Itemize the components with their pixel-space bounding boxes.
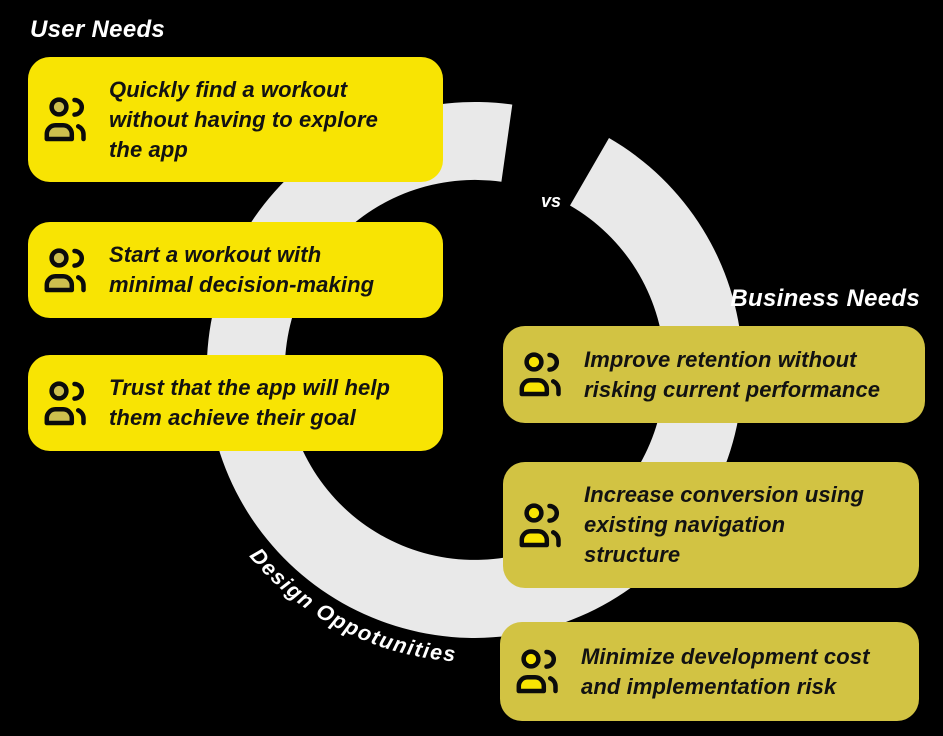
- business-needs-heading: Business Needs: [730, 285, 920, 312]
- people-icon: [516, 648, 566, 695]
- user-need-card-3: Trust that the app will help them achiev…: [28, 355, 443, 451]
- people-icon: [519, 502, 569, 549]
- business-need-card-3: Minimize development cost and implementa…: [500, 622, 919, 721]
- people-icon: [44, 247, 94, 294]
- user-need-text: Start a workout with minimal decision-ma…: [109, 242, 375, 297]
- user-need-text: Trust that the app will help them achiev…: [109, 375, 391, 430]
- business-need-text: Improve retention without risking curren…: [584, 346, 881, 402]
- business-need-text: Increase conversion using existing navig…: [584, 482, 865, 567]
- user-need-card-1: Quickly find a workout without having to…: [28, 57, 443, 182]
- user-needs-heading: User Needs: [30, 16, 166, 43]
- user-need-card-2: Start a workout with minimal decision-ma…: [28, 222, 443, 318]
- business-need-card-2: Increase conversion using existing navig…: [503, 462, 919, 588]
- people-icon: [519, 351, 569, 398]
- user-need-text: Quickly find a workout without having to…: [109, 76, 378, 162]
- people-icon: [44, 96, 94, 143]
- people-icon: [44, 380, 94, 427]
- versus-label: vs: [541, 191, 562, 211]
- business-need-text: Minimize development cost and implementa…: [581, 643, 870, 699]
- business-need-card-1: Improve retention without risking curren…: [503, 326, 925, 423]
